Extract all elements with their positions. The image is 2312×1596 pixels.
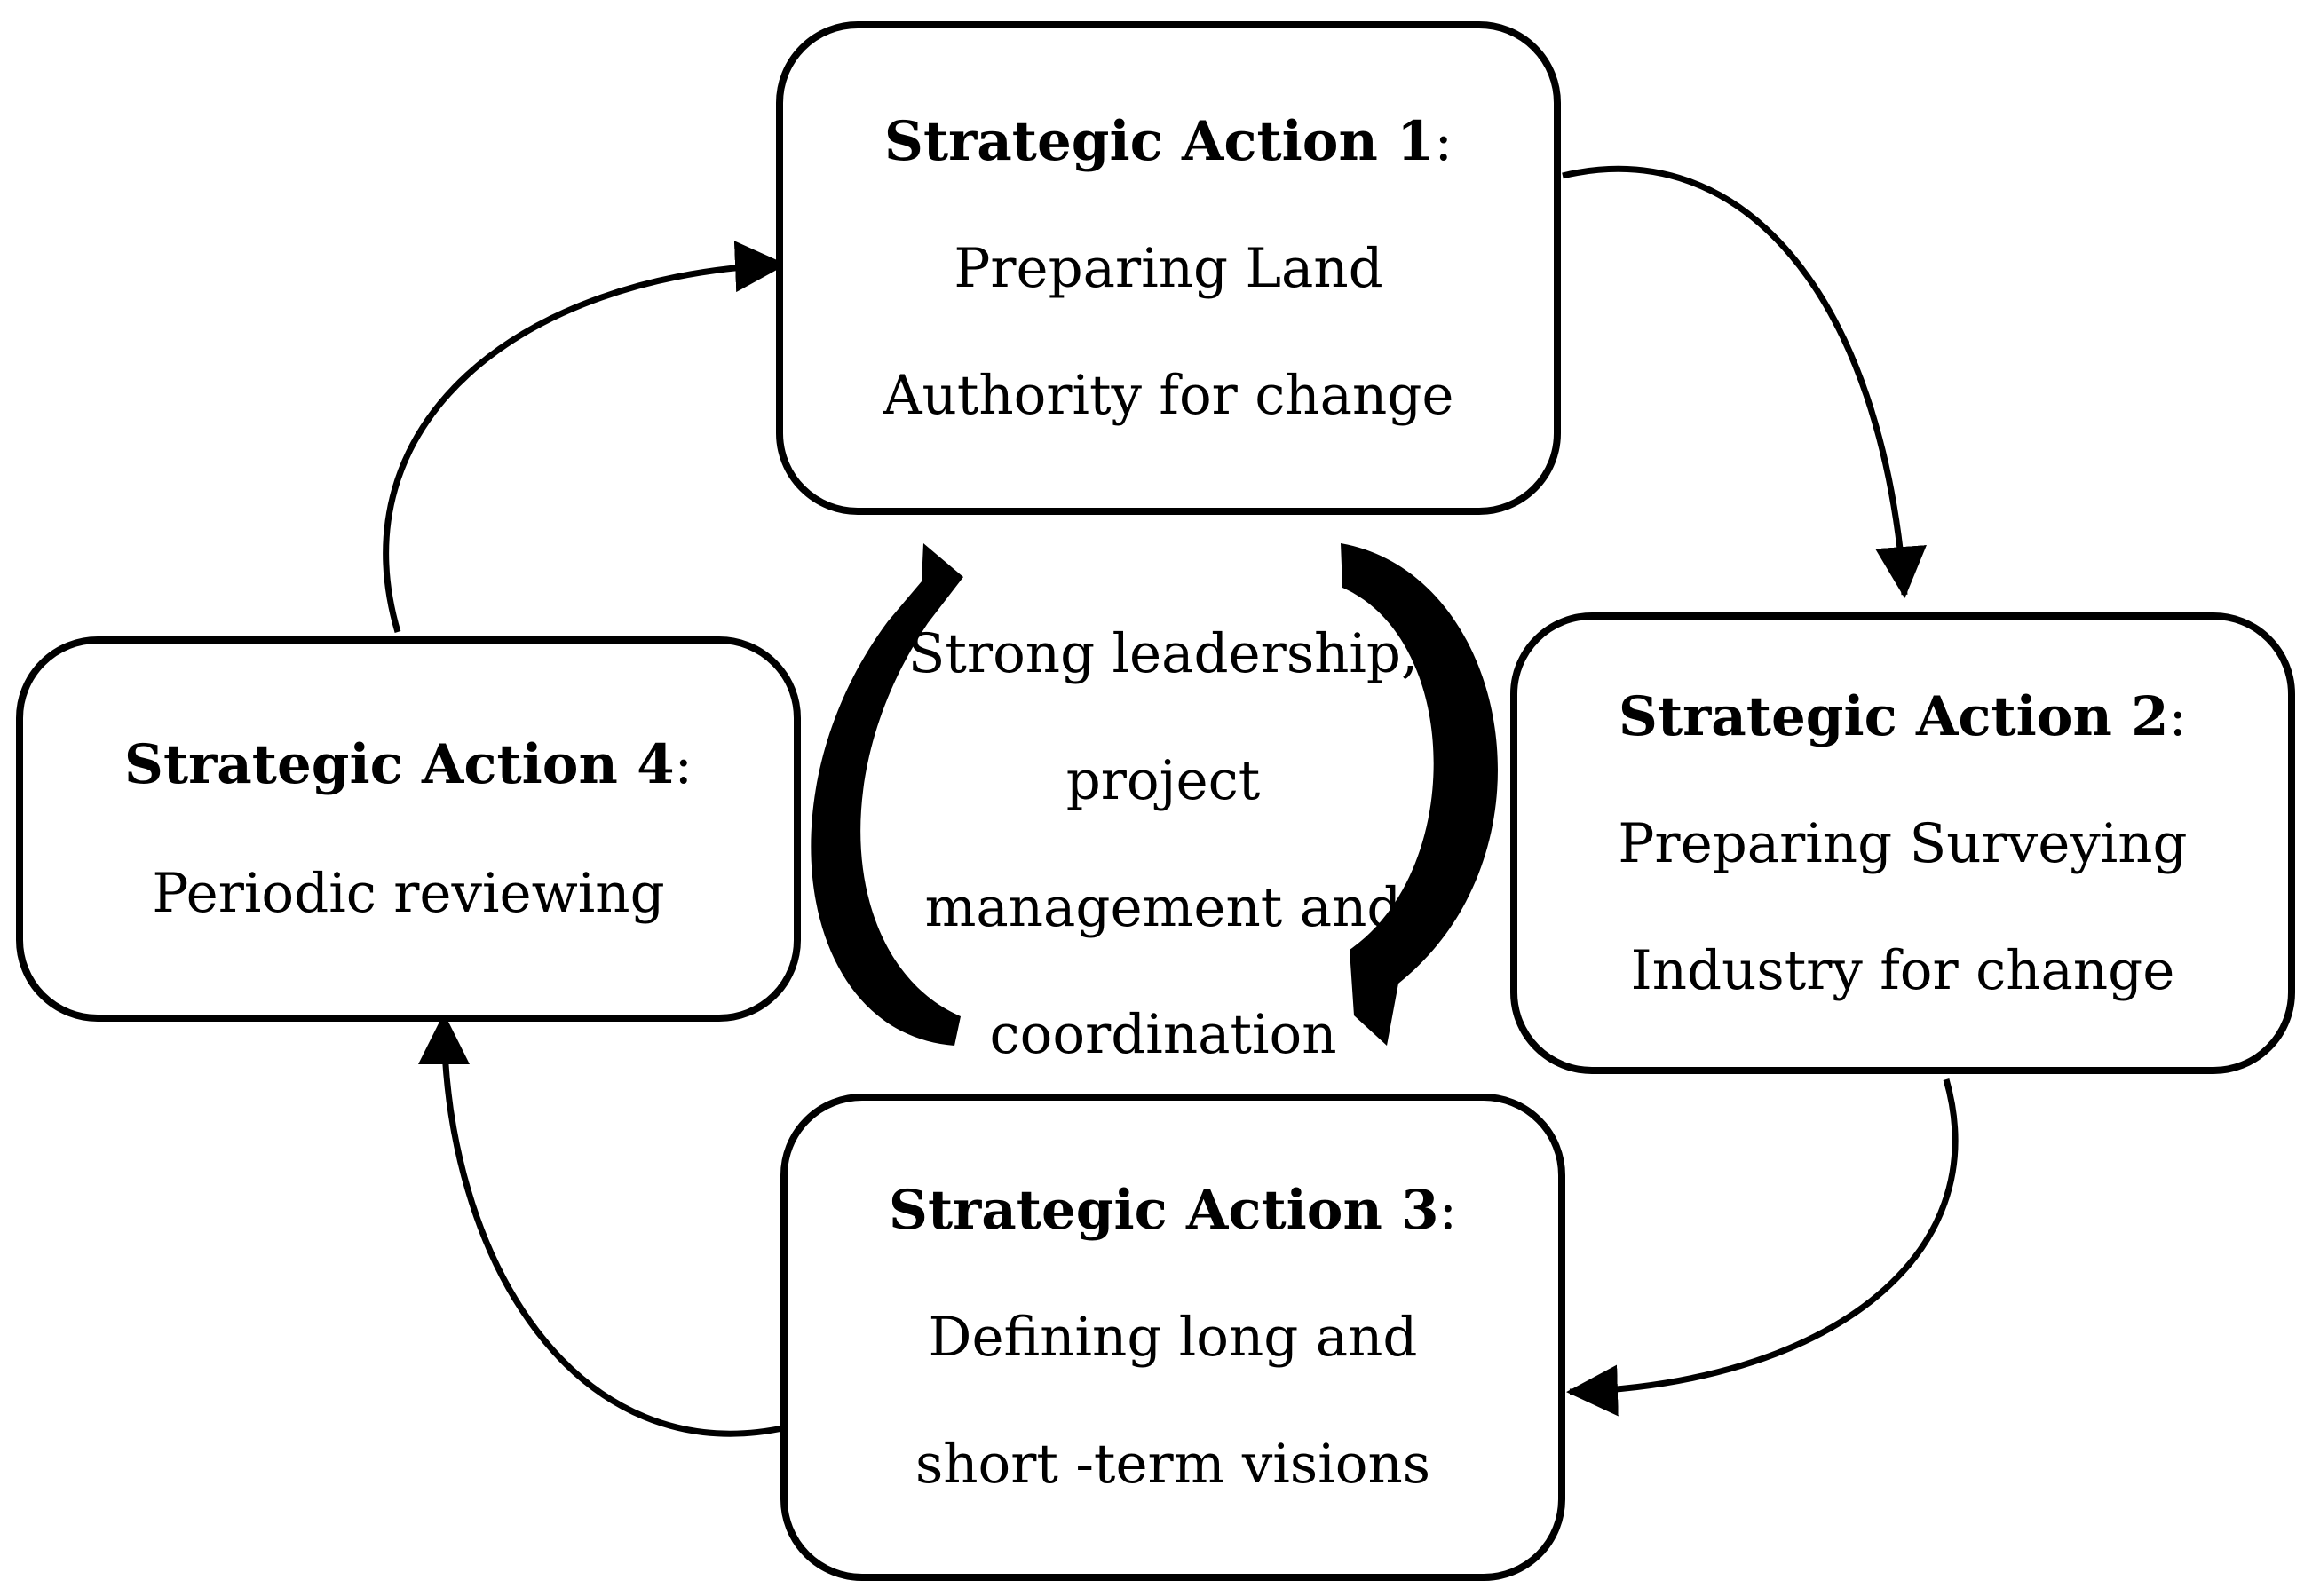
arrow-action-3-to-action-4 bbox=[418, 1013, 788, 1437]
arrow-action-2-to-action-3 bbox=[1566, 1078, 1959, 1417]
strategic-action-4-line-1: Periodic reviewing bbox=[152, 862, 665, 925]
inner-left-arrow bbox=[811, 543, 963, 1046]
strategic-action-1-box: Strategic Action 1: Preparing Land Autho… bbox=[776, 21, 1561, 515]
strategic-action-4-heading: Strategic Action 4 bbox=[123, 733, 675, 796]
center-text-line-2: project bbox=[1065, 749, 1261, 812]
center-leadership-text: Strong leadership, project management an… bbox=[888, 590, 1438, 1098]
strategic-action-4-title: Strategic Action 4: bbox=[124, 700, 693, 829]
strategic-action-3-box: Strategic Action 3: Defining long and sh… bbox=[780, 1094, 1565, 1581]
strategic-action-3-heading: Strategic Action 3 bbox=[888, 1179, 1439, 1242]
strategic-action-1-separator: : bbox=[1434, 109, 1453, 173]
strategic-action-1-line-1: Preparing Land bbox=[954, 236, 1383, 300]
strategic-action-1-line-2: Authority for change bbox=[883, 363, 1454, 427]
arrow-action-1-to-action-2 bbox=[1562, 165, 1927, 598]
arrow-action-4-to-action-1 bbox=[383, 241, 787, 633]
strategic-action-3-title: Strategic Action 3: bbox=[889, 1147, 1457, 1274]
strategic-action-1-title: Strategic Action 1: bbox=[884, 78, 1453, 205]
strategic-action-3-line-1: Defining long and bbox=[928, 1306, 1418, 1369]
strategic-action-2-line-1: Preparing Surveying bbox=[1618, 811, 2188, 875]
strategic-action-2-box: Strategic Action 2: Preparing Surveying … bbox=[1510, 612, 2295, 1074]
center-text-line-1: Strong leadership, bbox=[907, 622, 1419, 685]
strategic-action-3-separator: : bbox=[1438, 1179, 1458, 1242]
strategic-action-3-line-2: short -term visions bbox=[915, 1433, 1431, 1496]
strategic-action-2-line-2: Industry for change bbox=[1630, 938, 2175, 1002]
strategic-action-4-box: Strategic Action 4: Periodic reviewing bbox=[16, 636, 801, 1022]
strategic-action-2-title: Strategic Action 2: bbox=[1619, 653, 2187, 780]
center-text-line-4: coordination bbox=[989, 1003, 1337, 1066]
strategic-action-2-separator: : bbox=[2168, 684, 2188, 748]
center-text-line-3: management and bbox=[924, 876, 1402, 939]
inner-right-arrow bbox=[1341, 543, 1498, 1046]
strategic-action-4-separator: : bbox=[674, 733, 693, 796]
strategic-action-1-heading: Strategic Action 1 bbox=[883, 109, 1435, 173]
strategic-action-2-heading: Strategic Action 2 bbox=[1618, 684, 2169, 748]
